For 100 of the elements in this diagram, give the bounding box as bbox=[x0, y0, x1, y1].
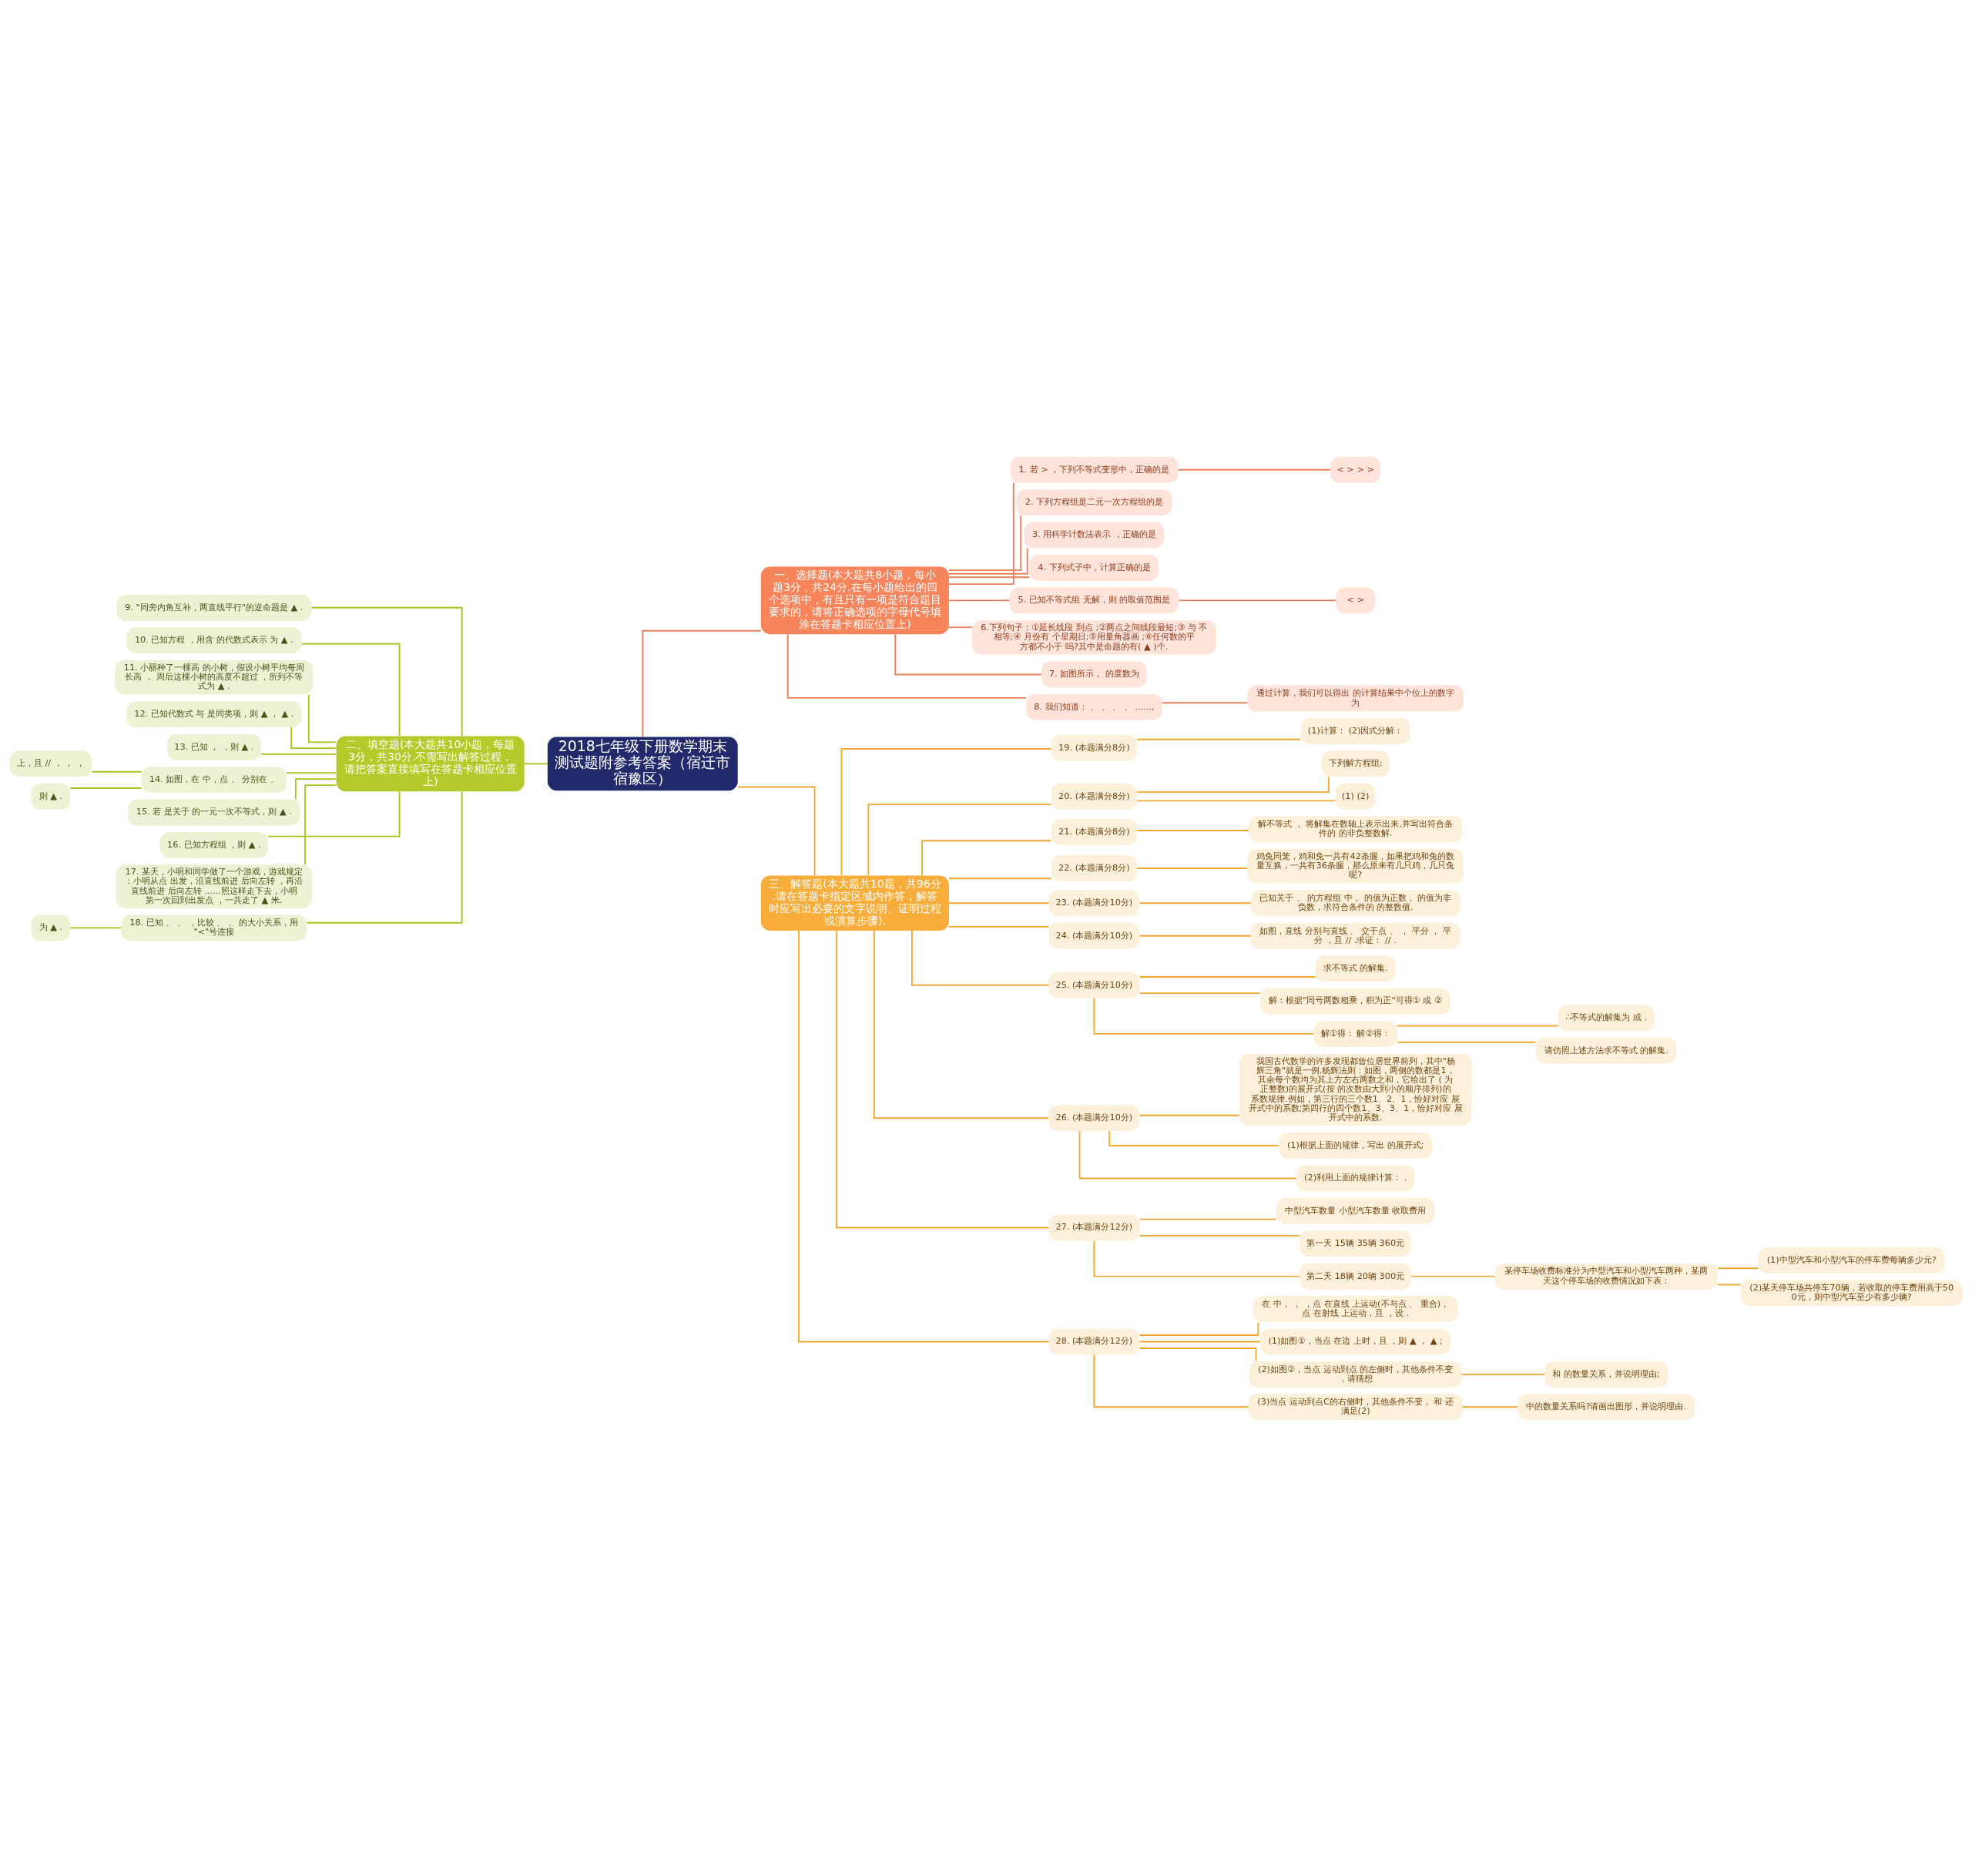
node-box: 3. 用科学计数法表示 ，正确的是 bbox=[1024, 522, 1165, 548]
node-box: 解不等式 ， 将解集在数轴上表示出来,并写出符合条件的 的非负整数解. bbox=[1249, 815, 1463, 842]
node-box: 17. 某天，小明和同学做了一个游戏，游戏规定：小明从点 出发，沿直线前进 后向左转 ，再沿直线前进 后向左转 ......照这样走下去，小明第一次回到出发点 ，一共走了 ▲ 米. bbox=[116, 864, 313, 908]
node-box: 14. 如图，在 中，点 、 分别在 、 bbox=[141, 766, 287, 793]
node-box: (1) (2) bbox=[1335, 783, 1376, 810]
connector bbox=[894, 633, 1042, 675]
connector bbox=[1139, 1341, 1261, 1342]
node-box: (1)根据上面的规律，写出 的展开式; bbox=[1279, 1132, 1433, 1159]
connector bbox=[69, 926, 122, 928]
node-box: 11. 小丽种了一棵高 的小树，假设小树平均每周长高 ， 周后这棵小树的高度不超过 ，所列不等式为 ▲ . bbox=[115, 659, 314, 694]
connector bbox=[835, 929, 1050, 1228]
node-box: 某停车场收费标准分为中型汽车和小型汽车两种，某两天这个停车场的收费情况如下表： bbox=[1494, 1263, 1718, 1290]
node-box: 解①得： 解②得： bbox=[1313, 1020, 1397, 1047]
connector bbox=[1139, 1114, 1240, 1116]
node-box: 7. 如图所示， 的度数为 bbox=[1041, 661, 1147, 687]
connector bbox=[1461, 1373, 1545, 1375]
node-box: 13. 已知 ， ，则 ▲ . bbox=[167, 733, 261, 760]
node-box: (2)如图②，当点 运动到点 的左侧时，其他条件不变，请猜想 bbox=[1249, 1361, 1462, 1388]
connector bbox=[737, 786, 816, 876]
node-box: 5. 已知不等式组 无解，则 的取值范围是 bbox=[1009, 586, 1179, 613]
node-box: (1)如图①，当点 在边 上时，且 ，则 ▲ ， ▲ ; bbox=[1260, 1328, 1451, 1354]
connector bbox=[948, 925, 1050, 928]
node-box: 24. (本题满分10分) bbox=[1048, 922, 1140, 949]
node-box: 解：根据"同号两数相乘，积为正"可得① 或 ② bbox=[1260, 988, 1451, 1014]
connector bbox=[948, 547, 1028, 575]
node-box: 如图，直线 分别与直线 、 交于点 、 ， 平分 ， 平分 ，且 // .求证： // . bbox=[1250, 922, 1461, 949]
node-box: 12. 已知代数式 与 是同类项，则 ▲ ， ▲ . bbox=[126, 700, 302, 727]
connector bbox=[1093, 1240, 1300, 1277]
node-box: 18. 已知 、 、 ，比较 、 、 的大小关系，用"<"号连接 bbox=[121, 914, 307, 941]
connector bbox=[1139, 1218, 1277, 1220]
node-box: 26. (本题满分10分) bbox=[1048, 1104, 1140, 1131]
node-box: 在 中， ， ，点 在直线 上运动(不与点 、 重合)，点 在射线 上运动，且 ，设 . bbox=[1253, 1295, 1458, 1322]
connector bbox=[948, 599, 1011, 601]
connector bbox=[873, 929, 1050, 1119]
node-box: 中的数量关系吗?请画出图形，并说明理由. bbox=[1518, 1393, 1695, 1420]
connector bbox=[304, 784, 337, 865]
connector bbox=[1717, 1267, 1759, 1269]
node-box: 2018七年级下册数学期末测试题附参考答案（宿迁市宿豫区） bbox=[547, 737, 738, 790]
node-box: (1)计算： (2)因式分解： bbox=[1300, 717, 1410, 744]
node-box: < > > > bbox=[1330, 456, 1381, 483]
node-box: (3)当点 运动到点C的右侧时，其他条件不变， 和 还满足(2) bbox=[1248, 1393, 1463, 1420]
connector bbox=[1410, 1275, 1496, 1277]
connector bbox=[1139, 975, 1316, 978]
connector bbox=[840, 747, 1052, 876]
node-box: 中型汽车数量 小型汽车数量 收取费用 bbox=[1276, 1197, 1435, 1224]
connector bbox=[1461, 1405, 1519, 1408]
connector bbox=[948, 901, 1050, 904]
connector bbox=[948, 482, 1015, 585]
connector bbox=[290, 726, 337, 749]
connector bbox=[286, 771, 337, 774]
connector bbox=[911, 929, 1050, 986]
connector bbox=[948, 514, 1022, 571]
connector bbox=[1093, 1354, 1249, 1408]
connector bbox=[642, 629, 762, 737]
connector bbox=[1136, 738, 1302, 740]
node-box: 上，且 // ， ， ， bbox=[9, 750, 92, 777]
node-box: 鸡兔同笼，鸡和兔一共有42条腿，如果把鸡和兔的数量互换，一共有36条腿，那么原来有几只鸡，几只兔呢? bbox=[1247, 848, 1464, 883]
node-box: 21. (本题满分8分) bbox=[1051, 818, 1137, 845]
connector bbox=[1139, 992, 1261, 994]
node-box: 16. 已知方程组 ，则 ▲ . bbox=[159, 831, 269, 858]
connector bbox=[267, 790, 401, 837]
connector bbox=[300, 643, 401, 737]
node-box: ∴不等式的解集为 或 . bbox=[1558, 1004, 1655, 1031]
connector bbox=[260, 753, 337, 755]
connector bbox=[867, 803, 1052, 876]
connector bbox=[1139, 901, 1252, 904]
node-box: 三、解答题(本大题共10题，共96分.请在答题卡指定区域内作答，解答时应写出必要的文字说明、证明过程或演算步骤). bbox=[760, 875, 949, 931]
node-box: 第二天 18辆 20辆 300元 bbox=[1300, 1263, 1412, 1290]
connector bbox=[523, 762, 548, 764]
node-box: 二、填空题(本大题共10小题，每题3分，共30分.不需写出解答过程，请把答案直接填写在答题卡相应位置上) bbox=[336, 736, 525, 791]
connector bbox=[1139, 1234, 1300, 1237]
node-box: 为 ▲ . bbox=[31, 914, 71, 941]
connector bbox=[1139, 935, 1252, 937]
connector bbox=[310, 606, 463, 737]
connector bbox=[948, 626, 973, 628]
node-box: (1)中型汽车和小型汽车的停车费每辆多少元? bbox=[1758, 1247, 1945, 1274]
connector bbox=[1136, 776, 1330, 793]
connector bbox=[306, 790, 463, 924]
node-box: 第一天 15辆 35辆 360元 bbox=[1300, 1230, 1412, 1257]
connector bbox=[1139, 1321, 1259, 1336]
connector bbox=[1108, 1129, 1279, 1146]
connector bbox=[797, 929, 1050, 1342]
connector bbox=[948, 576, 1031, 578]
node-box: 则 ▲ . bbox=[31, 783, 71, 810]
node-box: 请仿照上述方法求不等式 的解集. bbox=[1535, 1037, 1677, 1064]
node-box: 19. (本题满分8分) bbox=[1051, 734, 1137, 761]
connector bbox=[786, 633, 1028, 699]
connector bbox=[294, 777, 337, 800]
node-box: 9. "同旁内角互补，两直线平行"的逆命题是 ▲ . bbox=[116, 594, 312, 621]
node-box: 6.下列句子：①延长线段 到点 ;②两点之间线段最短;③ 与 不相等;④ 月份有 个星期日;⑤用量角器画 ;⑥任何数的平方都不小于 吗?其中是命题的有( ▲ )个. bbox=[972, 619, 1216, 655]
connector bbox=[91, 770, 143, 773]
node-box: 下列解方程组: bbox=[1321, 750, 1390, 777]
connector bbox=[1136, 829, 1249, 831]
node-box: 22. (本题满分8分) bbox=[1051, 854, 1137, 881]
node-box: < > bbox=[1336, 586, 1376, 613]
connector bbox=[1136, 867, 1248, 869]
connector bbox=[1136, 800, 1336, 801]
node-box: 一、选择题(本大题共8小题，每小题3分，共24分.在每小题给出的四个选项中，有且只有一项是符合题目要求的，请将正确选项的字母代号填涂在答题卡相应位置上) bbox=[760, 566, 949, 634]
node-box: 我国古代数学的许多发现都曾位居世界前列，其中"杨辉三角"就是一例.杨辉法则：如图，两侧的数都是1，其余每个数均为其上方左右两数之和，它给出了 ( 为正整数)的展开式(按 的次数由大到小的顺序排列)的系数规律.例如，第三行的三个数1、2、1，恰好对应 展开式中的系数;第四行的四个数1、3、3、1，恰好对应 展开式中的系数. bbox=[1239, 1053, 1472, 1126]
connector bbox=[307, 693, 337, 743]
